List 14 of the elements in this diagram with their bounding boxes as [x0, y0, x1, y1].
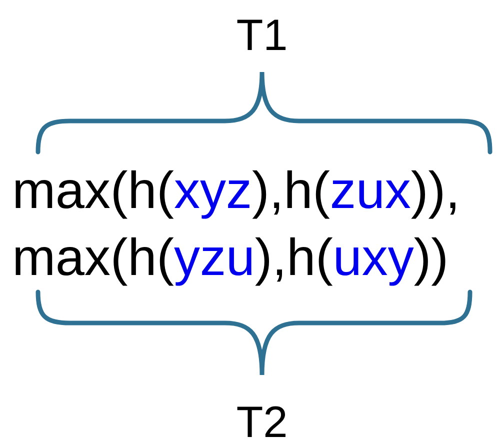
label: )): [414, 237, 446, 286]
brace-label: T2: [237, 406, 286, 437]
brace-label: T1: [237, 20, 286, 50]
label: uxy: [336, 248, 414, 286]
label: zux: [332, 180, 410, 209]
label: max(h(: [16, 237, 174, 286]
label: max(h(: [16, 170, 174, 219]
label: ),h(: [252, 170, 330, 219]
formula-text: max(h(xyz),h(zux)),: [16, 170, 456, 219]
label: yzu: [174, 248, 252, 286]
formula-text: max(h(yzu),h(uxy)): [16, 237, 446, 286]
label: xyz: [174, 180, 250, 219]
label: )),: [411, 170, 456, 219]
label: ),h(: [255, 237, 333, 286]
